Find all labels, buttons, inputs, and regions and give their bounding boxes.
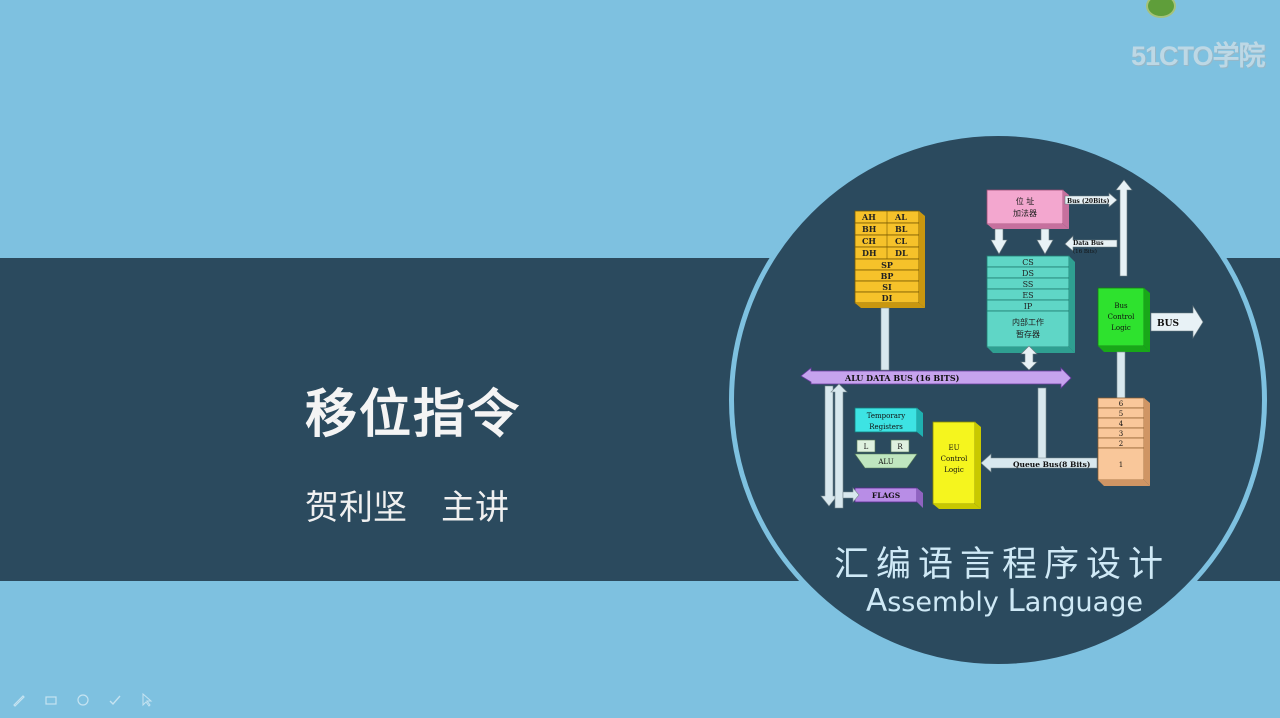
highlighter-icon[interactable] — [74, 691, 92, 709]
bus-control-2: Control — [1108, 313, 1135, 321]
adder-label-1: 位 址 — [1016, 196, 1035, 206]
reg-ch: CH — [862, 236, 876, 246]
alu-l: L — [864, 443, 869, 451]
check-icon[interactable] — [106, 691, 124, 709]
data-bus-label-1: Data Bus — [1073, 240, 1104, 247]
alu-label: ALU — [877, 458, 893, 466]
alu-data-bus: ALU DATA BUS (16 BITS) — [800, 367, 1072, 389]
reg-dl: DL — [895, 248, 908, 258]
queue-bus-label: Queue Bus(8 Bits) — [1013, 460, 1090, 469]
bus-control-3: Logic — [1111, 324, 1131, 332]
alu-data-bus-label: ALU DATA BUS (16 BITS) — [844, 373, 960, 383]
adder-label-2: 加法器 — [1013, 208, 1037, 218]
eu-control-2: Control — [941, 455, 968, 463]
reg-al: AL — [894, 212, 907, 222]
presenter-name: 贺利坚 — [305, 488, 407, 528]
course-en-a-cap: A — [866, 583, 888, 619]
queue-5: 5 — [1119, 410, 1123, 418]
reg-si: SI — [882, 282, 892, 292]
reg-bl: BL — [895, 224, 908, 234]
bus-control-logic: Bus Control Logic — [1097, 287, 1150, 352]
course-title-en: Assembly Language — [866, 583, 1146, 619]
general-registers: AH AL BH BL CH CL DH DL SP BP SI DI — [854, 210, 925, 308]
course-title-cn: 汇编语言程序设计 — [834, 545, 1171, 585]
alu-r: R — [897, 443, 903, 451]
queue-6: 6 — [1119, 400, 1124, 408]
course-en-a-rest: ssembly — [887, 587, 1008, 618]
presenter-role: 主讲 — [441, 488, 509, 528]
temp-regs-2: Registers — [869, 423, 903, 431]
eu-control-1: EU — [948, 444, 959, 452]
internal-regs-1: 内部工作 — [1012, 317, 1044, 327]
queue-4: 4 — [1119, 420, 1124, 428]
reg-dh: DH — [862, 248, 877, 258]
segment-registers: CS DS SS ES IP 内部工作 暂存器 — [986, 255, 1075, 353]
watermark-logo: 51CTO学院 — [1131, 41, 1266, 71]
bus-control-1: Bus — [1114, 302, 1128, 310]
alu-block: L R ALU — [854, 439, 918, 469]
bus-20-label: Bus (20Bits) — [1067, 198, 1110, 205]
reg-bh: BH — [862, 224, 877, 234]
seg-ip: IP — [1024, 302, 1033, 311]
queue-1: 1 — [1119, 461, 1123, 469]
address-adder: 位 址 加法器 — [986, 189, 1069, 229]
reg-di: DI — [882, 293, 893, 303]
course-en-l-rest: anguage — [1024, 587, 1143, 618]
queue-2: 2 — [1119, 440, 1123, 448]
eraser-icon[interactable] — [42, 691, 60, 709]
reg-bp: BP — [881, 271, 894, 281]
queue-3: 3 — [1119, 430, 1123, 438]
logo-leaf-icon — [1146, 0, 1176, 18]
pointer-icon[interactable] — [138, 691, 156, 709]
seg-cs: CS — [1022, 258, 1034, 267]
data-bus-label-2: (16 Bits) — [1073, 248, 1097, 255]
bus-label: BUS — [1157, 319, 1179, 329]
reg-sp: SP — [881, 260, 893, 270]
seg-ss: SS — [1023, 280, 1034, 289]
seg-ds: DS — [1022, 269, 1034, 278]
temporary-registers: Temporary Registers — [854, 407, 923, 437]
pen-icon[interactable] — [10, 691, 28, 709]
eu-control-logic: EU Control Logic — [932, 421, 981, 509]
internal-regs-2: 暂存器 — [1016, 329, 1040, 339]
course-en-l-cap: L — [1007, 583, 1025, 619]
eu-control-3: Logic — [944, 466, 964, 474]
cpu-architecture-diagram: AH AL BH BL CH CL DH DL SP BP SI DI 位 址 … — [800, 179, 1204, 509]
flags-label: FLAGS — [872, 491, 900, 500]
reg-ah: AH — [861, 212, 876, 222]
seg-es: ES — [1022, 291, 1033, 300]
presentation-toolbar — [10, 690, 156, 710]
instruction-queue: 6 5 4 3 2 1 — [1097, 397, 1150, 486]
presenter-line: 贺利坚主讲 — [305, 480, 509, 529]
slide-title: 移位指令 — [305, 384, 522, 445]
reg-cl: CL — [895, 236, 907, 246]
temp-regs-1: Temporary — [867, 412, 905, 420]
flags-register: FLAGS — [854, 487, 923, 508]
